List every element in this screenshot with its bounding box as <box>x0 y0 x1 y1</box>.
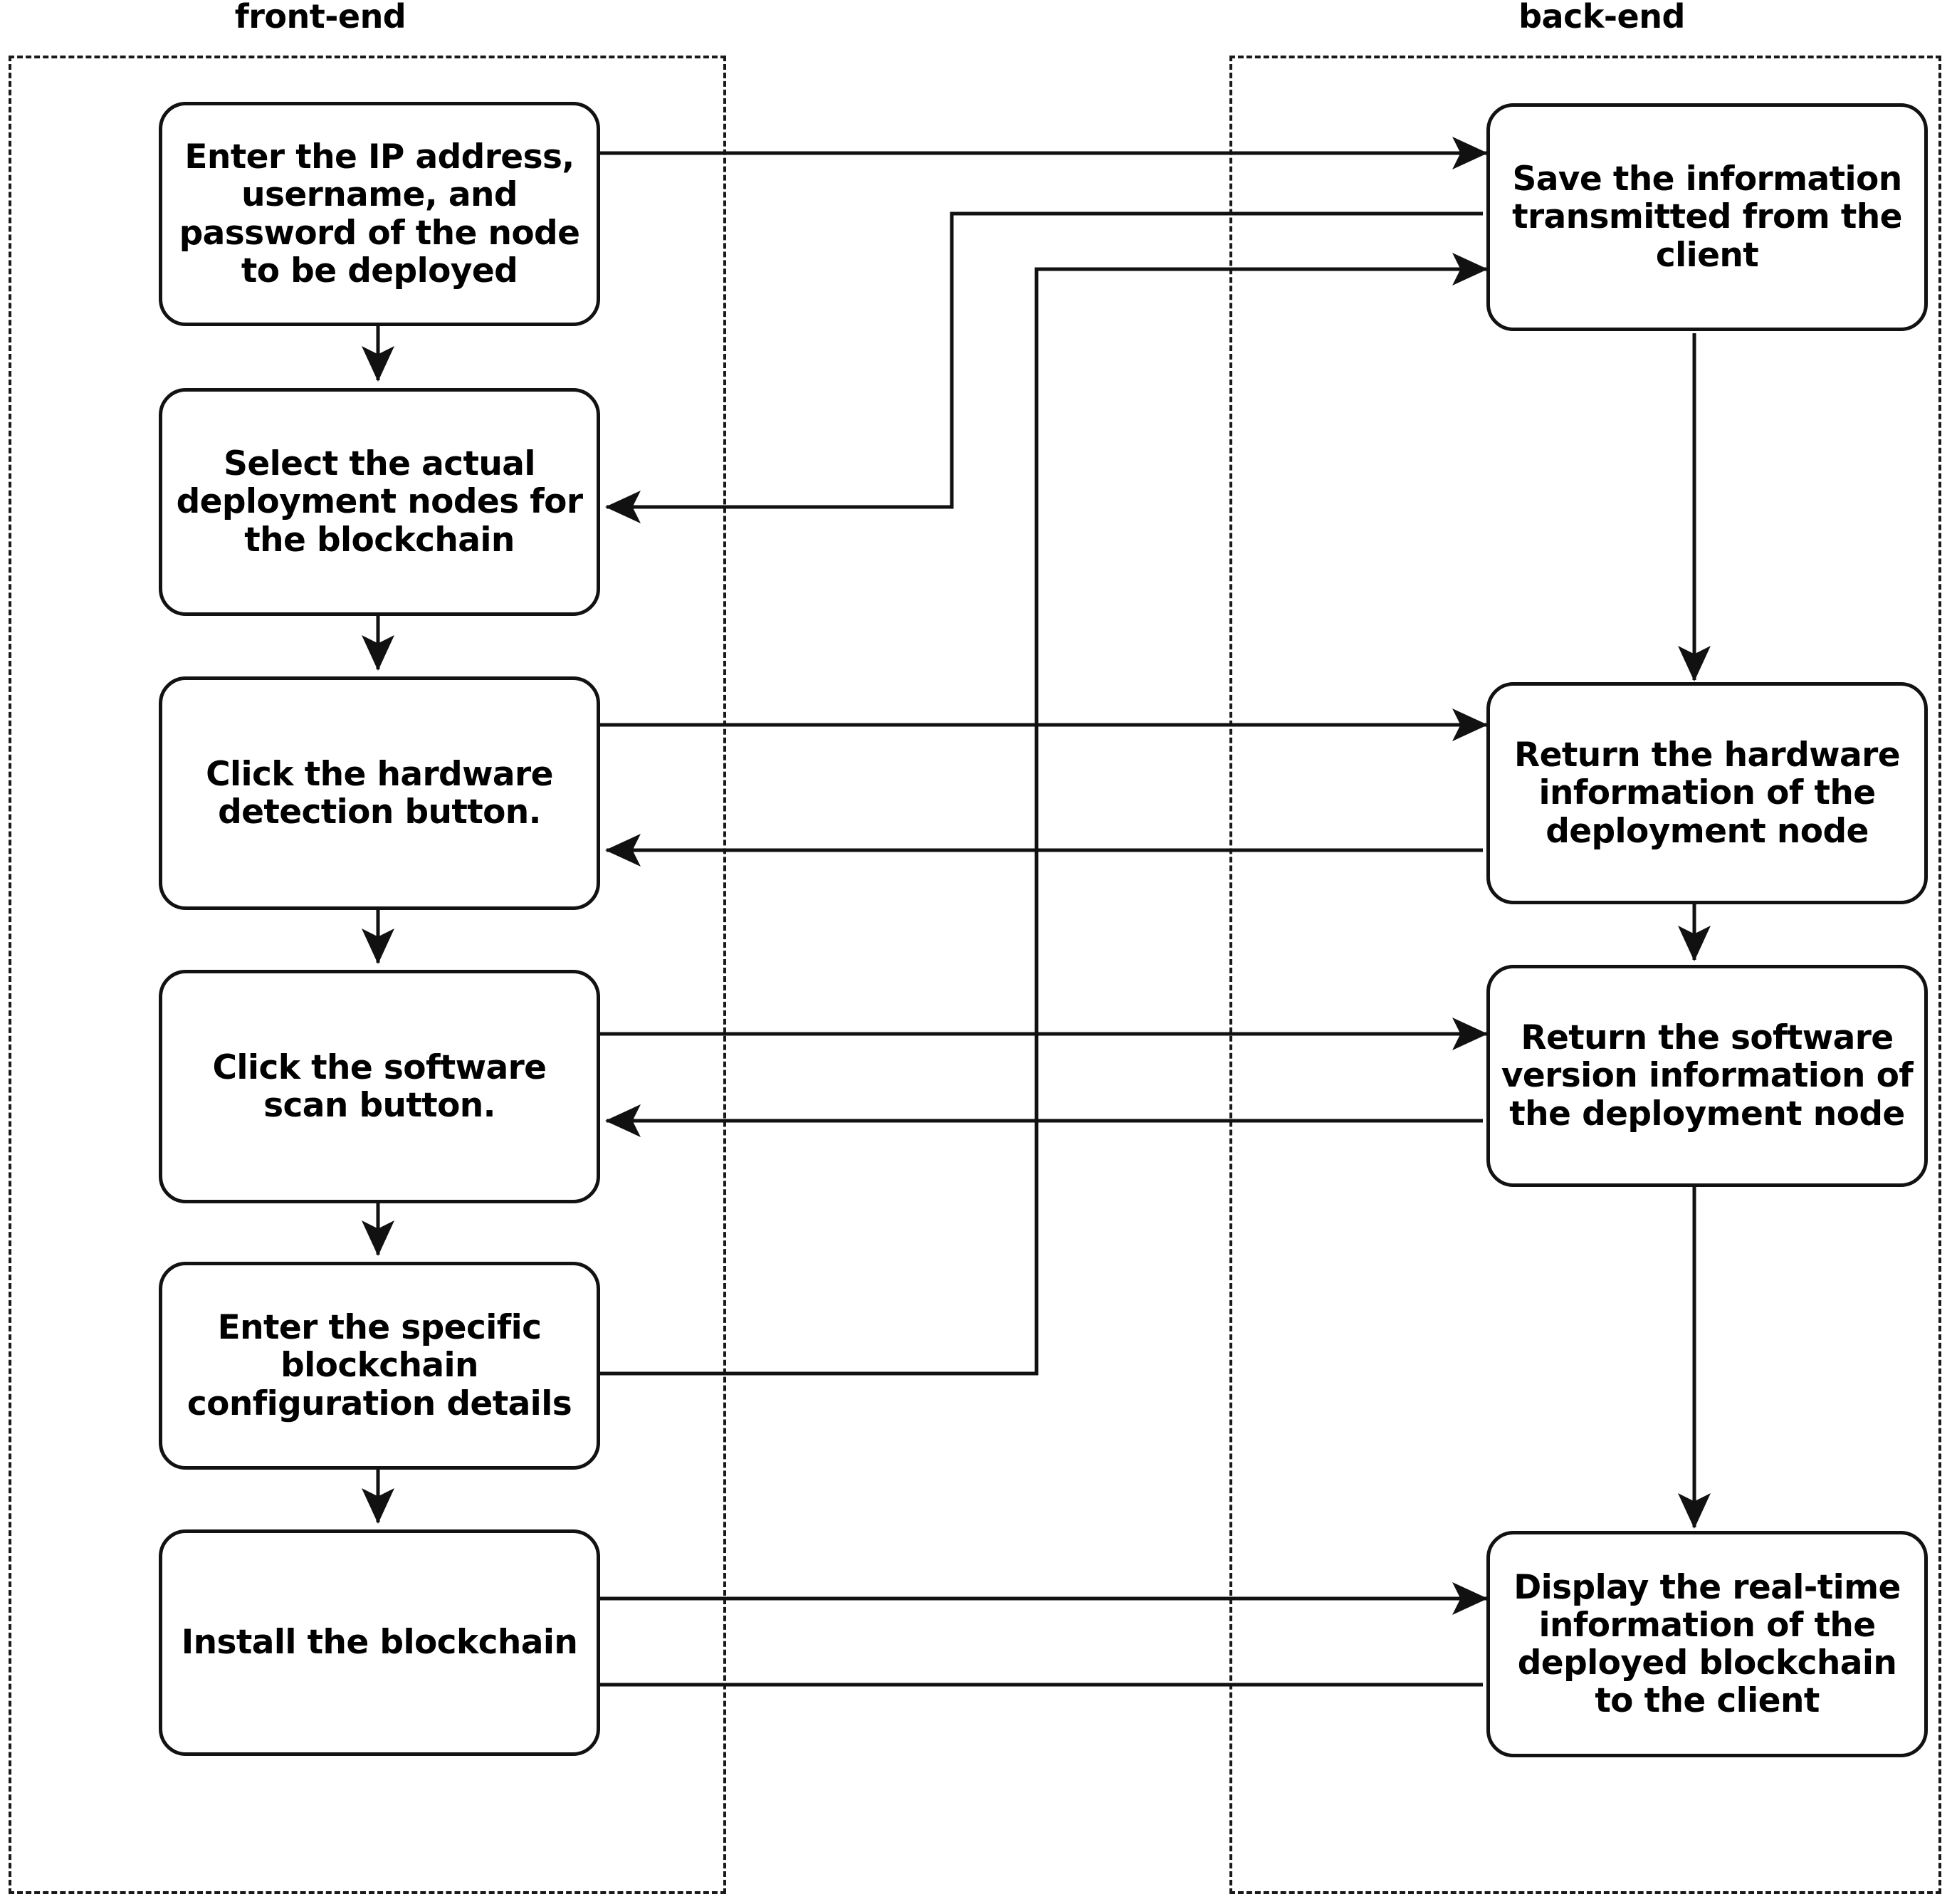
node-software-scan[interactable]: Click the software scan button. <box>159 970 600 1203</box>
node-hardware-detection[interactable]: Click the hardware detection button. <box>159 676 600 910</box>
node-return-software[interactable]: Return the software version information … <box>1486 965 1928 1187</box>
node-install-blockchain[interactable]: Install the blockchain <box>159 1529 600 1756</box>
node-label: Click the software scan button. <box>212 1047 547 1125</box>
node-label: Click the hardware detection button. <box>206 754 553 832</box>
node-save-information[interactable]: Save the information transmitted from th… <box>1486 103 1928 331</box>
node-label: Enter the specific blockchain configurat… <box>187 1308 572 1423</box>
node-display-realtime[interactable]: Display the real-time information of the… <box>1486 1531 1928 1757</box>
node-return-hardware[interactable]: Return the hardware information of the d… <box>1486 682 1928 904</box>
node-label: Select the actual deployment nodes for t… <box>176 444 583 560</box>
node-select-nodes[interactable]: Select the actual deployment nodes for t… <box>159 388 600 616</box>
node-label: Return the software version information … <box>1501 1018 1914 1134</box>
node-label: Enter the IP address, username, and pass… <box>179 137 580 291</box>
node-label: Return the hardware information of the d… <box>1514 736 1901 851</box>
node-label: Display the real-time information of the… <box>1513 1567 1901 1721</box>
node-label: Save the information transmitted from th… <box>1512 159 1902 275</box>
lane-title-front-end: front-end <box>234 0 406 36</box>
node-enter-credentials[interactable]: Enter the IP address, username, and pass… <box>159 102 600 326</box>
lane-title-back-end: back-end <box>1518 0 1685 36</box>
node-enter-config[interactable]: Enter the specific blockchain configurat… <box>159 1262 600 1470</box>
node-label: Install the blockchain <box>181 1623 578 1663</box>
